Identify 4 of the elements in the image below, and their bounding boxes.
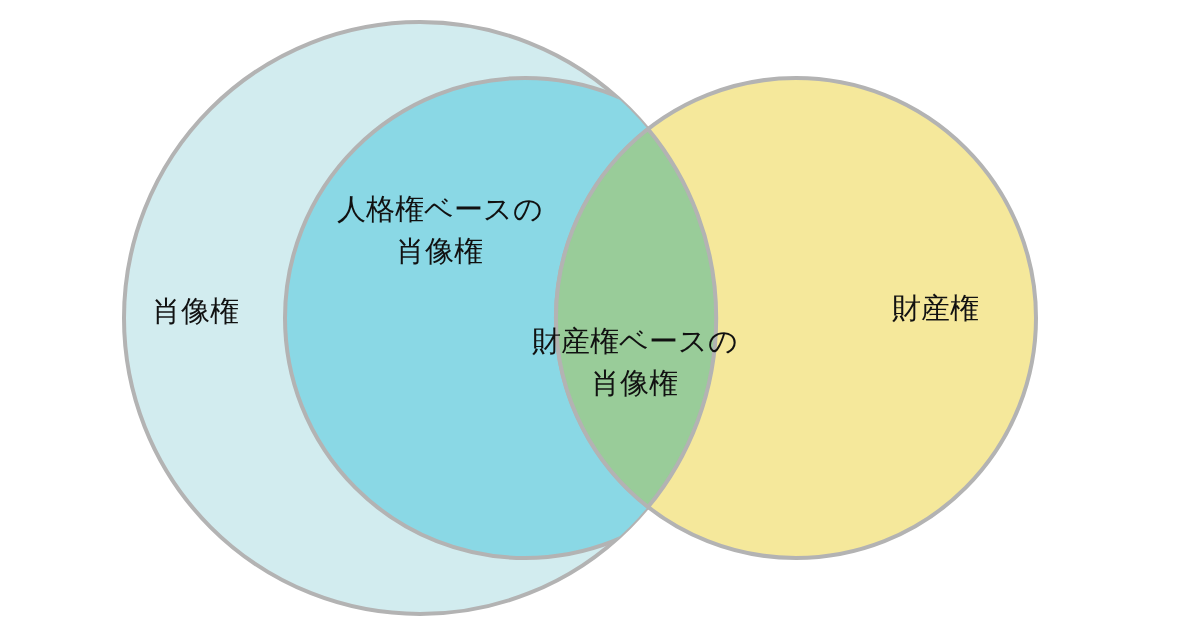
- region-label: 財産権ベースの肖像権: [530, 323, 739, 403]
- region-label: 財産権: [890, 290, 980, 327]
- region-label: 肖像権: [150, 293, 240, 330]
- region-label: 人格権ベースの肖像権: [335, 191, 544, 271]
